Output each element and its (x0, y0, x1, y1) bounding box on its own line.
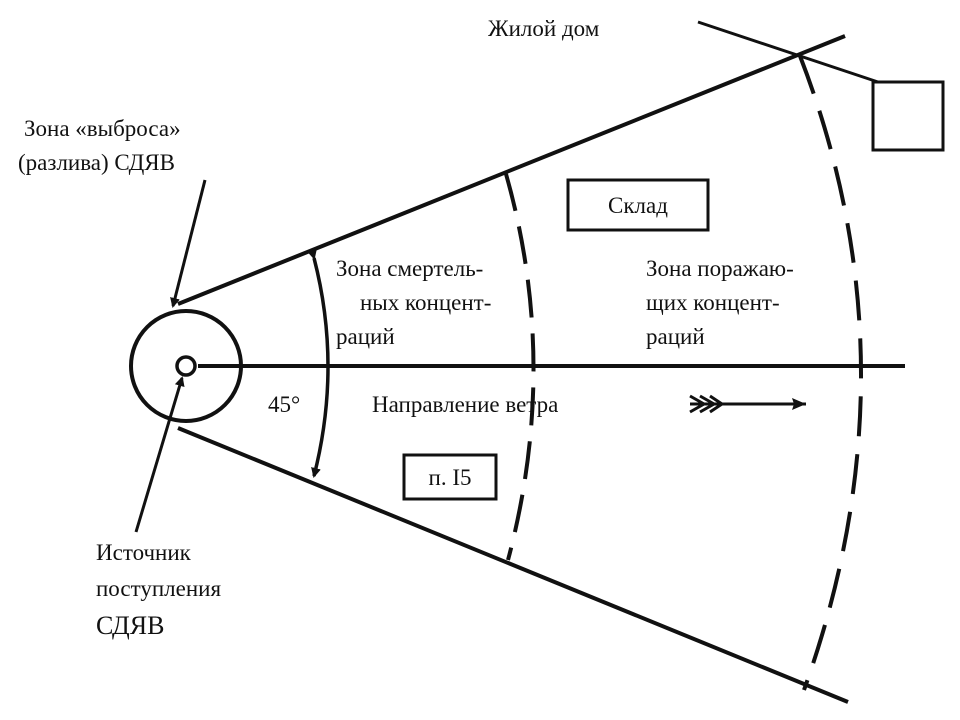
source-label-line3: СДЯВ (96, 611, 164, 640)
wind-arrow-icon (689, 394, 806, 414)
damaging-zone-label-line2: щих концент- (646, 290, 780, 315)
road-line (697, 20, 879, 84)
damaging-zone-label-line1: Зона поражаю- (646, 256, 794, 281)
spill-zone-label-line2: (разлива) СДЯВ (18, 150, 175, 175)
source-label-line1: Источник (96, 540, 192, 565)
house-label: Жилой дом (488, 16, 600, 41)
damaging-zone-boundary (798, 55, 863, 691)
sector-lower-boundary (177, 426, 849, 704)
lethal-zone-boundary (504, 173, 536, 561)
damaging-zone-label-line3: раций (646, 324, 705, 349)
house-icon (871, 80, 945, 152)
settlement-box (402, 453, 498, 501)
warehouse-box (566, 178, 710, 232)
source-label-line2: поступления (96, 576, 221, 601)
lethal-zone-label-line3: раций (336, 324, 395, 349)
wind-direction-label: Направление ветра (372, 392, 558, 417)
lethal-zone-label-line2: ных концент- (360, 290, 491, 315)
lethal-zone-label-line1: Зона смертель- (336, 256, 483, 281)
warehouse-label: Склад (608, 193, 668, 218)
sector-upper-boundary (177, 34, 846, 306)
angle-label: 45° (268, 392, 300, 417)
spill-zone-callout-arrow (170, 179, 207, 308)
source-callout-arrow (134, 376, 185, 533)
settlement-label: п. I5 (429, 465, 472, 490)
spill-zone-label-line1: Зона «выброса» (24, 116, 181, 141)
angle-arc (307, 249, 330, 478)
source-point (175, 355, 197, 377)
spill-zone-circle (129, 309, 243, 423)
